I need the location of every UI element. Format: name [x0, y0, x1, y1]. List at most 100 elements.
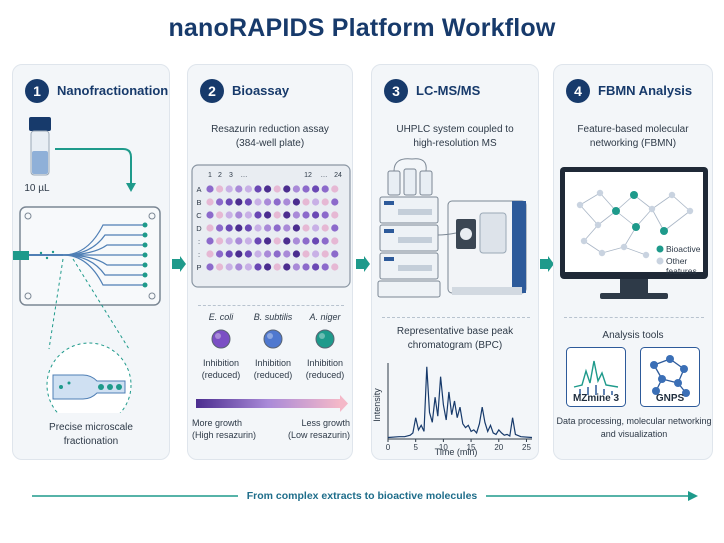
- y-axis-label: Intensity: [372, 388, 382, 422]
- tool-name-mzmine: MZmine 3: [572, 393, 620, 404]
- plate-row-label: :: [198, 237, 200, 246]
- footer-arrow-icon: [32, 491, 698, 501]
- plate-well: [312, 211, 320, 219]
- plate-well: [216, 185, 224, 193]
- x-tick-label: 20: [494, 443, 503, 452]
- organism-well-icon: [315, 329, 335, 349]
- organism-result: Inhibition: [254, 358, 292, 368]
- gradient-left-line-2: (High resazurin): [192, 430, 257, 440]
- legend-other-line-1: Other: [666, 256, 688, 266]
- plate-well: [264, 237, 272, 245]
- plate-well: [321, 185, 329, 193]
- series-line: [387, 366, 533, 439]
- plate-well: [264, 224, 272, 232]
- plate-well: [206, 185, 214, 193]
- plate-well: [292, 263, 300, 271]
- plate-well: [254, 185, 262, 193]
- organism-result: Inhibition: [202, 358, 240, 368]
- plate-column-label: 24: [334, 172, 342, 179]
- step-number: 1: [25, 79, 49, 103]
- plate-well: [321, 263, 329, 271]
- organism-result: (reduced): [305, 370, 345, 380]
- growth-gradient-bar: [196, 395, 348, 412]
- organism-result: (reduced): [253, 370, 293, 380]
- plate-well: [216, 250, 224, 258]
- plate-well: [321, 198, 329, 206]
- microfluidic-chip-icon: [13, 206, 161, 306]
- panel-title: Bioassay: [232, 83, 290, 98]
- plate-well: [244, 224, 252, 232]
- plate-well: [292, 224, 300, 232]
- plate-well: [244, 211, 252, 219]
- caption-line-1: Precise microscale: [49, 422, 133, 433]
- plate-well: [302, 198, 310, 206]
- plate-well: [312, 185, 320, 193]
- plate-well: [312, 263, 320, 271]
- plate-well: [206, 224, 214, 232]
- plate-well: [254, 237, 262, 245]
- plate-well: [331, 250, 339, 258]
- plate-well: [244, 263, 252, 271]
- plate-well: [244, 198, 252, 206]
- x-tick-label: 5: [413, 443, 418, 452]
- plate-well: [283, 211, 291, 219]
- plate-well: [292, 198, 300, 206]
- subtitle-line-2: networking (FBMN): [589, 138, 677, 149]
- organism-well-icon: [263, 329, 283, 349]
- plate-well: [321, 250, 329, 258]
- tools-caption-line-1: Data processing, molecular networking: [556, 416, 712, 426]
- plate-well: [331, 211, 339, 219]
- organism-well-icon: [211, 329, 231, 349]
- tool-name-gnps: GNPS: [655, 393, 685, 404]
- tools-title: Analysis tools: [602, 330, 664, 341]
- plate-well: [273, 250, 281, 258]
- plate-well: [283, 263, 291, 271]
- panel-header: 3 LC-MS/MS: [372, 79, 538, 105]
- magnified-channel-icon: [46, 342, 132, 413]
- plate-well: [292, 237, 300, 245]
- organism-result: (reduced): [201, 370, 241, 380]
- plate-well: [273, 263, 281, 271]
- organism-name: A. niger: [309, 312, 341, 322]
- subtitle-line-2: high-resolution MS: [413, 138, 497, 149]
- plate-well: [216, 224, 224, 232]
- plate-well: [283, 250, 291, 258]
- x-tick-label: 15: [467, 443, 476, 452]
- plate-well: [312, 237, 320, 245]
- plate-well: [283, 185, 291, 193]
- plate-well: [312, 198, 320, 206]
- plate-well: [254, 198, 262, 206]
- step-number: 4: [566, 79, 590, 103]
- plate-well: [273, 185, 281, 193]
- plate-well: [331, 224, 339, 232]
- plate-column-label: 12: [304, 172, 312, 179]
- plate-column-label: 2: [218, 172, 222, 179]
- network-monitor-icon: [560, 167, 708, 299]
- plate-well: [206, 237, 214, 245]
- plate-column-label: 1: [208, 172, 212, 179]
- plate-well: [302, 211, 310, 219]
- panel-header: 4 FBMN Analysis: [554, 79, 712, 105]
- plate-well: [292, 211, 300, 219]
- flow-arrow-icon: [356, 256, 370, 272]
- flow-arrow-icon: [172, 256, 186, 272]
- plate-well: [254, 211, 262, 219]
- page-title: nanoRAPIDS Platform Workflow: [168, 14, 556, 42]
- subtitle-line-1: Resazurin reduction assay: [211, 124, 329, 135]
- legend-other-line-2: features: [666, 266, 697, 276]
- plate-well: [225, 198, 233, 206]
- flow-arrow-icon: [540, 256, 554, 272]
- gradient-right-line-1: Less growth: [301, 418, 350, 428]
- plate-well: [254, 263, 262, 271]
- plate-well: [283, 237, 291, 245]
- plate-well: [254, 250, 262, 258]
- organism-name: E. coli: [208, 312, 234, 322]
- plate-column-label: …: [241, 172, 248, 179]
- nanofractionation-illustration: [13, 117, 161, 413]
- plate-well: [273, 224, 281, 232]
- plate-well: [216, 198, 224, 206]
- plate-well: [206, 198, 214, 206]
- plate-column-label: …: [321, 172, 328, 179]
- footer-caption: From complex extracts to bioactive molec…: [246, 490, 478, 502]
